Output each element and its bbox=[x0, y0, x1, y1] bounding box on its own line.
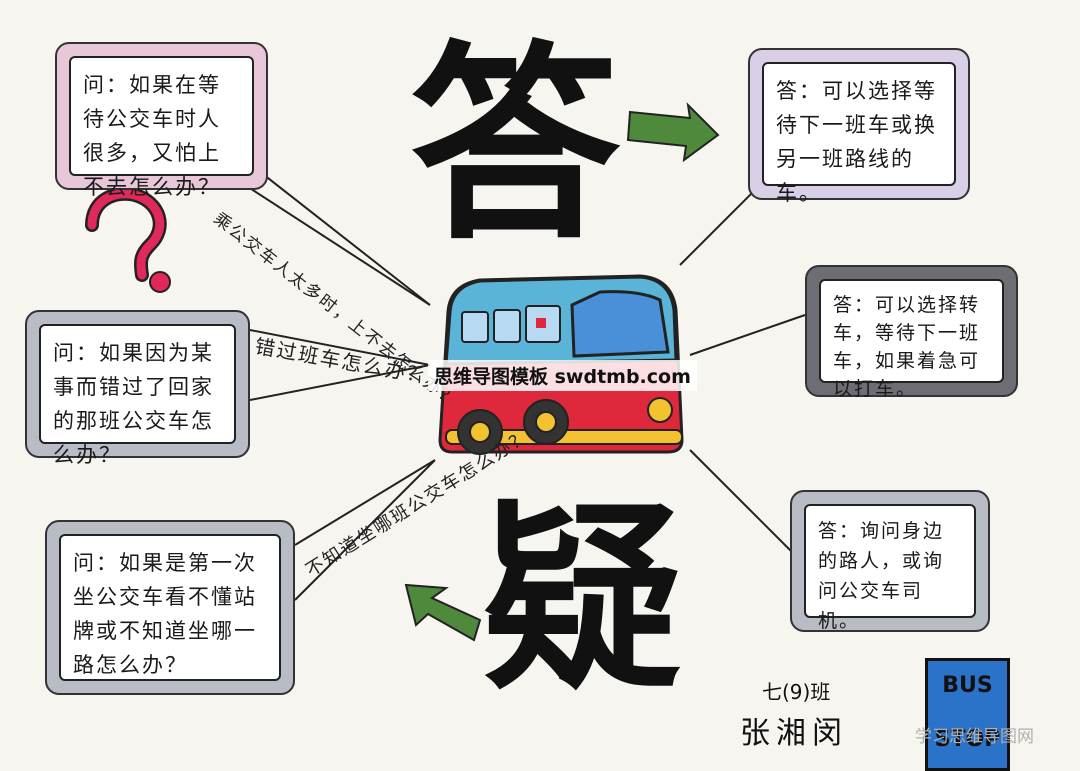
answer-text-2: 答：可以选择转车，等待下一班车，如果着急可以打车。 bbox=[819, 279, 1004, 400]
watermark-text: 思维导图模板 swdtmb.com bbox=[428, 360, 697, 391]
connector-line-q2b bbox=[249, 364, 431, 401]
answer-text-1: 答：可以选择等待下一班车或换另一班路线的车。 bbox=[762, 62, 956, 205]
answer-bubble-1: 答：可以选择等待下一班车或换另一班路线的车。 bbox=[748, 48, 970, 205]
corner-watermark: 学习思维导图网 bbox=[915, 727, 1034, 747]
connector-line-q1b bbox=[244, 184, 431, 306]
connector-line-a2 bbox=[689, 314, 806, 356]
connector-line-q2 bbox=[249, 329, 431, 366]
question-bubble-2: 问：如果因为某事而错过了回家的那班公交车怎么办？ bbox=[25, 310, 250, 467]
author-class: 七(9)班 bbox=[762, 680, 831, 704]
connector-line-q3 bbox=[294, 459, 436, 546]
bus-stop-line1: BUS bbox=[942, 673, 993, 698]
connector-line-q3b bbox=[294, 459, 436, 601]
arrow-left-icon bbox=[404, 583, 482, 642]
connector-line-q1 bbox=[244, 159, 431, 306]
answer-bubble-3: 答：询问身边的路人，或询问公交车司机。 bbox=[790, 490, 990, 632]
question-bubble-3: 问：如果是第一次坐公交车看不懂站牌或不知道坐哪一路怎么办？ bbox=[45, 520, 295, 695]
question-text-2: 问：如果因为某事而错过了回家的那班公交车怎么办？ bbox=[39, 324, 236, 467]
question-mark-icon bbox=[85, 186, 171, 293]
question-text-1: 问：如果在等待公交车时人很多，又怕上不去怎么办？ bbox=[69, 56, 254, 199]
question-text-3: 问：如果是第一次坐公交车看不懂站牌或不知道坐哪一路怎么办？ bbox=[59, 534, 281, 681]
question-bubble-1: 问：如果在等待公交车时人很多，又怕上不去怎么办？ bbox=[55, 42, 268, 199]
title-char-answer: 答 bbox=[410, 21, 621, 268]
author-name: 张湘闵 bbox=[740, 716, 848, 751]
bus-stop-line2: STOP bbox=[934, 727, 1001, 752]
title-char-doubt: 疑 bbox=[482, 482, 683, 717]
connector-line-a3 bbox=[689, 449, 801, 561]
answer-text-3: 答：询问身边的路人，或询问公交车司机。 bbox=[804, 504, 976, 632]
answer-bubble-2: 答：可以选择转车，等待下一班车，如果着急可以打车。 bbox=[805, 265, 1018, 400]
bus-stop-sign: BUS STOP bbox=[925, 658, 1010, 771]
arrow-right-icon bbox=[626, 102, 720, 163]
